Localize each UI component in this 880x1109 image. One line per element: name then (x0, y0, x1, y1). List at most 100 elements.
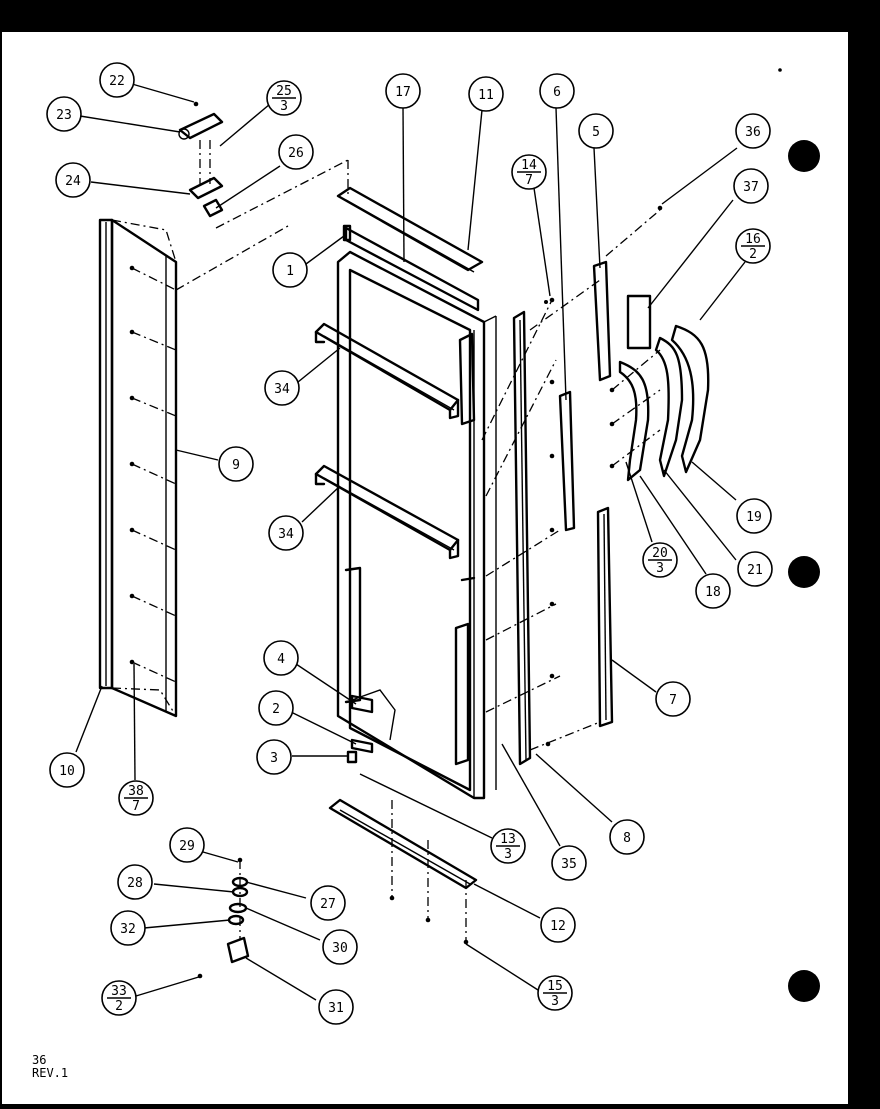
callout-number: 7 (669, 693, 677, 708)
callout-number: 15 (547, 979, 563, 994)
callout-27: 27 (310, 885, 346, 921)
side-strip (512, 310, 532, 766)
callout-number: 36 (745, 125, 761, 140)
callout-34: 34 (268, 515, 304, 551)
callout-number: 1 (286, 264, 294, 279)
callout-38-7: 387 (118, 780, 154, 816)
callout-2: 2 (258, 690, 294, 726)
callout-circle (609, 819, 645, 855)
callout-circle (256, 739, 292, 775)
callout-9: 9 (218, 446, 254, 482)
callout-sheet-ref: 2 (749, 247, 757, 262)
label-plate (626, 294, 652, 350)
door-liner (336, 250, 497, 800)
callout-circle (539, 73, 575, 109)
fastener-holes (129, 68, 782, 979)
callout-29: 29 (169, 827, 205, 863)
callout-circle (468, 76, 504, 112)
assembly-lines (131, 159, 661, 940)
callout-3: 3 (256, 739, 292, 775)
callout-circle (272, 252, 308, 288)
callout-circle (385, 73, 421, 109)
callout-circle (46, 96, 82, 132)
callout-number: 4 (277, 652, 285, 667)
callout-number: 3 (270, 751, 278, 766)
callout-20-3: 203 (642, 542, 678, 578)
callout-32: 32 (110, 910, 146, 946)
callout-36: 36 (735, 113, 771, 149)
callout-15-3: 153 (537, 975, 573, 1011)
callout-10: 10 (49, 752, 85, 788)
callout-13-3: 133 (490, 828, 526, 864)
callout-4: 4 (263, 640, 299, 676)
callout-22: 22 (99, 62, 135, 98)
callout-11: 11 (468, 76, 504, 112)
callout-circle (310, 885, 346, 921)
shelf-rack-upper (314, 322, 460, 420)
callout-37: 37 (733, 168, 769, 204)
callout-25-3: 253 (266, 80, 302, 116)
callout-circle (268, 515, 304, 551)
callout-circle (578, 113, 614, 149)
callout-circle (551, 845, 587, 881)
callout-circle (735, 113, 771, 149)
callout-26: 26 (278, 134, 314, 170)
sheet-revision: REV.1 (32, 1066, 69, 1080)
callout-circle (263, 640, 299, 676)
callout-circle (736, 498, 772, 534)
callout-sheet-ref: 2 (115, 999, 123, 1014)
callout-sheet-ref: 3 (280, 99, 288, 114)
callout-sheet-ref: 3 (504, 847, 512, 862)
callout-circle (55, 162, 91, 198)
sheet-code: 36 (32, 1053, 47, 1067)
callout-number: 6 (553, 85, 561, 100)
door-panel-left (98, 218, 178, 718)
handle-trims (558, 260, 614, 728)
callout-1: 1 (272, 252, 308, 288)
bottom-hinge-parts (226, 860, 250, 964)
callout-35: 35 (551, 845, 587, 881)
callout-33-2: 332 (101, 980, 137, 1016)
callout-14-7: 147 (511, 154, 547, 190)
callout-circle (695, 573, 731, 609)
callout-5: 5 (578, 113, 614, 149)
callout-number: 23 (56, 108, 72, 123)
callout-circle (540, 907, 576, 943)
callout-number: 8 (623, 831, 631, 846)
callout-number: 34 (274, 382, 290, 397)
callout-number: 35 (561, 857, 577, 872)
callout-number: 26 (288, 146, 304, 161)
callout-number: 10 (59, 764, 75, 779)
callout-number: 22 (109, 74, 125, 89)
callout-23: 23 (46, 96, 82, 132)
callout-number: 28 (127, 876, 143, 891)
callout-21: 21 (737, 551, 773, 587)
callout-sheet-ref: 3 (551, 994, 559, 1009)
binder-hole-bottom (788, 970, 820, 1002)
callout-19: 19 (736, 498, 772, 534)
callout-number: 37 (743, 180, 759, 195)
callout-number: 16 (745, 232, 761, 247)
callout-number: 34 (278, 527, 294, 542)
handle-assembly (618, 324, 710, 482)
callout-sheet-ref: 3 (656, 561, 664, 576)
callout-number: 19 (746, 510, 762, 525)
callout-number: 18 (705, 585, 721, 600)
callout-12: 12 (540, 907, 576, 943)
callout-circle (49, 752, 85, 788)
bottom-cap (328, 798, 478, 890)
callout-circle (318, 989, 354, 1025)
callout-number: 30 (332, 941, 348, 956)
callout-number: 38 (128, 784, 144, 799)
callout-number: 5 (592, 125, 600, 140)
callout-17: 17 (385, 73, 421, 109)
binder-hole-top (788, 140, 820, 172)
callout-16-2: 162 (735, 228, 771, 264)
callout-number: 12 (550, 919, 566, 934)
callout-number: 14 (521, 158, 537, 173)
callout-circle (99, 62, 135, 98)
callout-number: 21 (747, 563, 763, 578)
